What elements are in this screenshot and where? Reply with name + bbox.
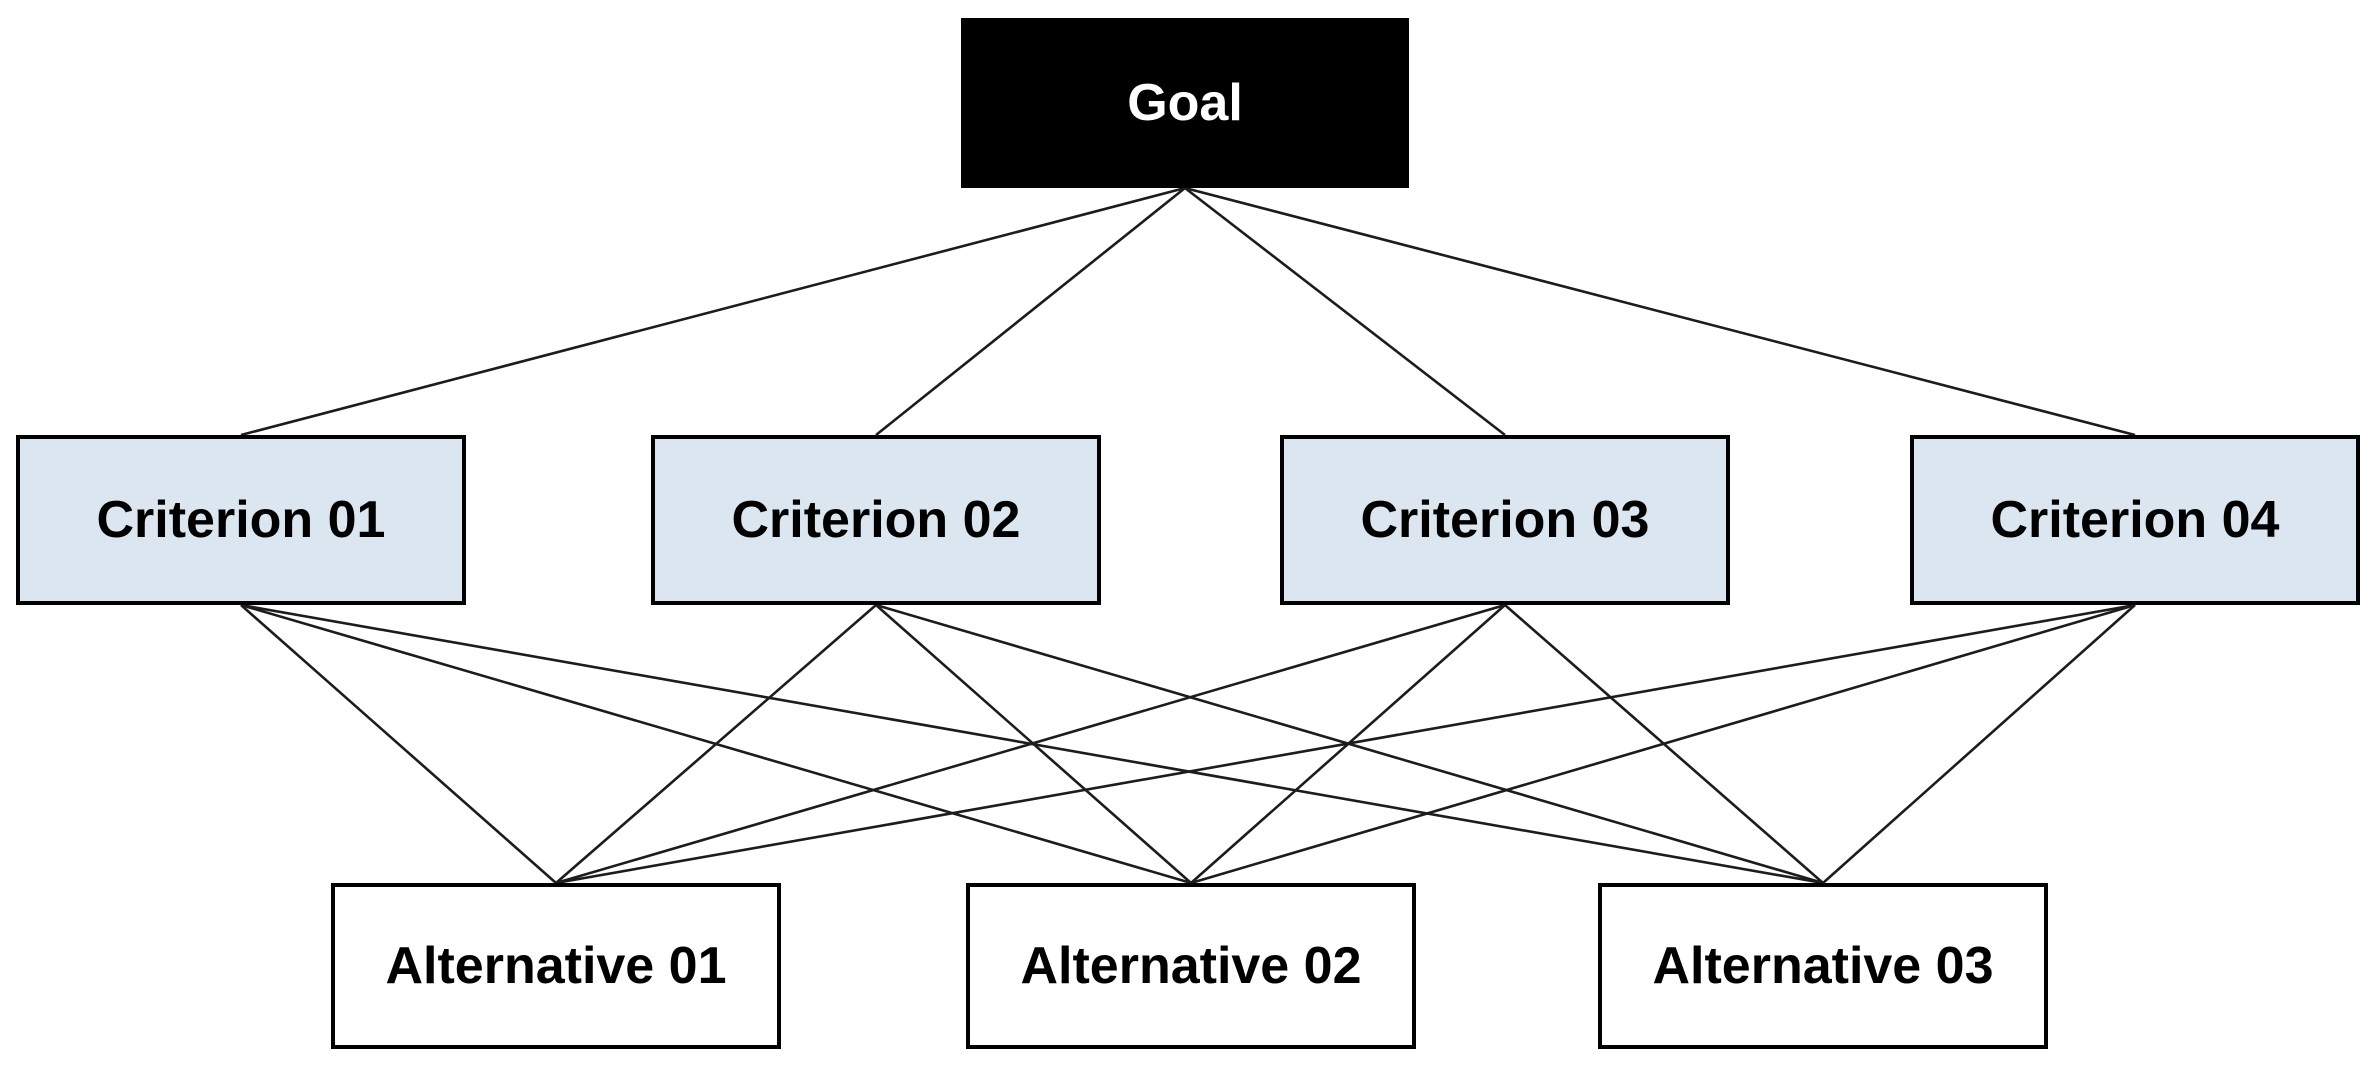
edge-c3-a3 (1504, 604, 1824, 884)
edge-c3-a2 (1190, 604, 1506, 884)
alternative-02-label: Alternative 02 (1020, 937, 1362, 995)
edge-c3-a1 (555, 603, 1506, 885)
edge-c2-a1 (555, 604, 877, 884)
goal-label: Goal (1127, 74, 1243, 132)
edge-c1-a1 (240, 604, 557, 884)
edge-goal-c2 (875, 186, 1186, 437)
criterion-03-label: Criterion 03 (1360, 491, 1650, 549)
edge-c4-a2 (1190, 603, 2136, 885)
alternative-02-node: Alternative 02 (966, 883, 1416, 1049)
edge-goal-c3 (1184, 186, 1506, 437)
alternative-03-label: Alternative 03 (1652, 937, 1994, 995)
alternative-01-label: Alternative 01 (385, 937, 727, 995)
edge-goal-c4 (1184, 186, 2136, 437)
criterion-02-label: Criterion 02 (731, 491, 1021, 549)
edge-goal-c1 (240, 186, 1186, 437)
criterion-01-label: Criterion 01 (96, 491, 386, 549)
criterion-03-node: Criterion 03 (1280, 435, 1730, 605)
goal-node: Goal (961, 18, 1409, 188)
criterion-04-node: Criterion 04 (1910, 435, 2360, 605)
criterion-01-node: Criterion 01 (16, 435, 466, 605)
alternative-01-node: Alternative 01 (331, 883, 781, 1049)
edge-c1-a3 (240, 603, 1824, 885)
edge-c4-a3 (1822, 604, 2136, 884)
alternative-03-node: Alternative 03 (1598, 883, 2048, 1049)
criterion-02-node: Criterion 02 (651, 435, 1101, 605)
edge-c2-a2 (875, 604, 1192, 884)
edge-c2-a3 (875, 603, 1824, 885)
criterion-04-label: Criterion 04 (1990, 491, 2280, 549)
edge-c1-a2 (240, 603, 1192, 885)
edge-c4-a1 (555, 603, 2136, 885)
